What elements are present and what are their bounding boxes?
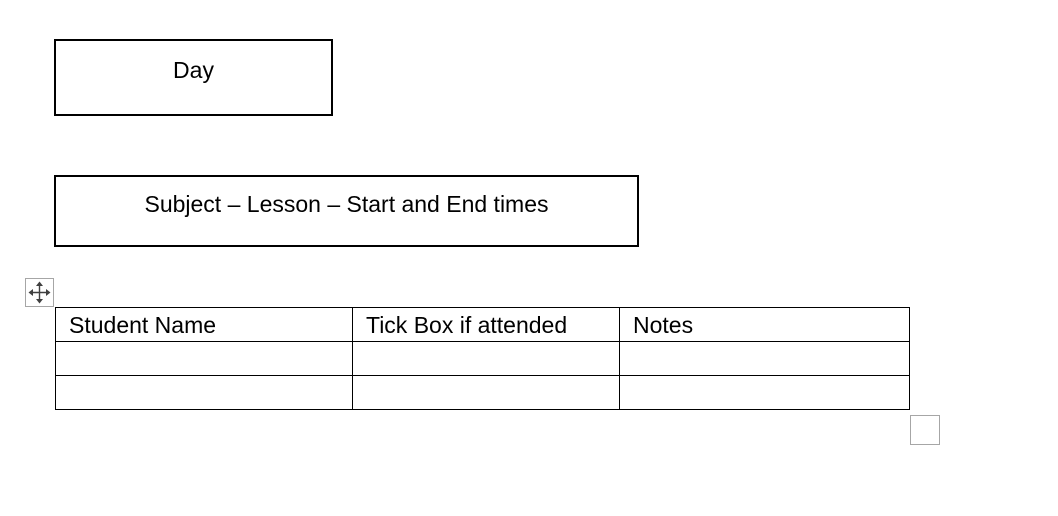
subject-label: Subject – Lesson – Start and End times <box>144 191 549 217</box>
table-cell[interactable] <box>55 341 353 376</box>
header-notes[interactable]: Notes <box>619 307 910 342</box>
header-tick-box[interactable]: Tick Box if attended <box>352 307 620 342</box>
attendance-table: Student Name Tick Box if attended Notes <box>55 307 910 410</box>
day-label: Day <box>173 57 214 83</box>
table-cell[interactable] <box>352 375 620 410</box>
table-header-row: Student Name Tick Box if attended Notes <box>55 307 910 342</box>
table-cell[interactable] <box>55 375 353 410</box>
header-student-name[interactable]: Student Name <box>55 307 353 342</box>
move-icon <box>28 281 51 304</box>
subject-textbox[interactable]: Subject – Lesson – Start and End times <box>54 175 639 247</box>
table-row <box>55 341 910 376</box>
table-cell[interactable] <box>352 341 620 376</box>
table-cell[interactable] <box>619 341 910 376</box>
table-resize-handle[interactable] <box>910 415 940 445</box>
table-cell[interactable] <box>619 375 910 410</box>
day-textbox[interactable]: Day <box>54 39 333 116</box>
table-row <box>55 375 910 410</box>
table-move-handle[interactable] <box>25 278 54 307</box>
